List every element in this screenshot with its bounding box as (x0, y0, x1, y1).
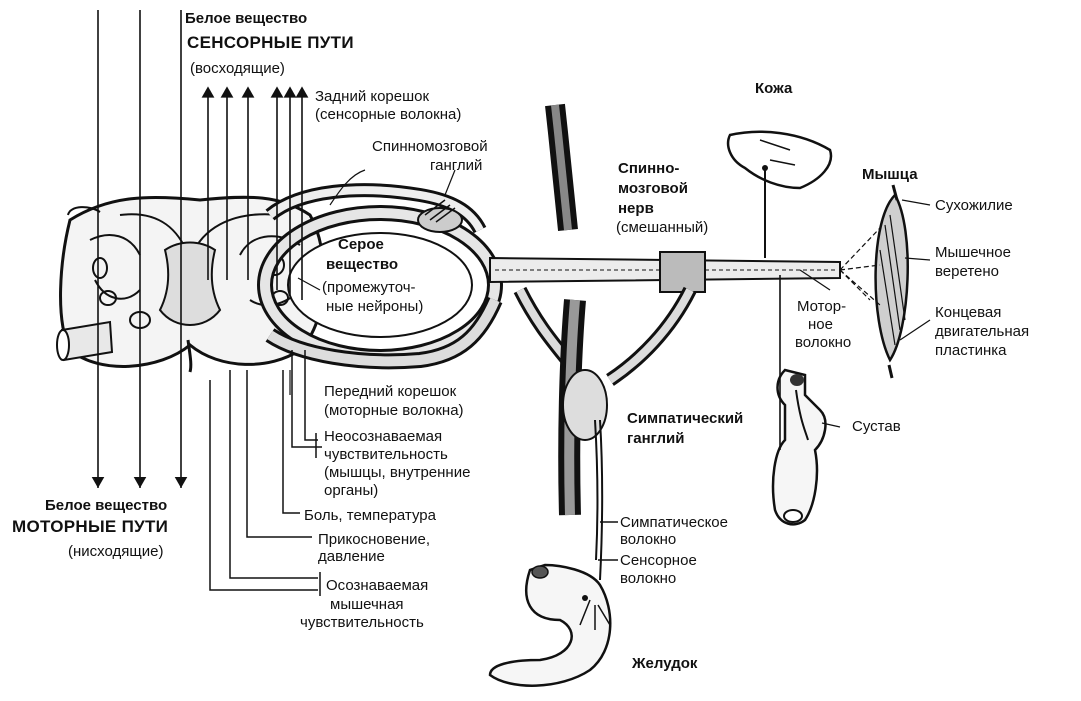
unconscious-label-3: (мышцы, внутренние (324, 464, 471, 481)
descending-label: (нисходящие) (68, 543, 164, 560)
dorsal-root-label-1: Задний корешок (315, 88, 430, 105)
touch-label-2: давление (318, 548, 385, 565)
ventral-root-label-2: (моторные волокна) (324, 402, 464, 419)
motor-fiber-label-2: ное (808, 316, 833, 333)
sympathetic-ganglion-label-2: ганглий (627, 430, 685, 447)
motor-fiber-label-1: Мотор- (797, 298, 847, 315)
unconscious-label-2: чувствительность (324, 446, 448, 463)
spinal-nerve-label-3: нерв (618, 200, 654, 217)
stomach-label: Желудок (632, 655, 698, 672)
touch-label-1: Прикосновение, (318, 531, 431, 548)
dorsal-root-label-2: (сенсорные волокна) (315, 106, 462, 123)
sensory-fiber-label-2: волокно (620, 570, 677, 587)
sensory-paths-label: СЕНСОРНЫЕ ПУТИ (187, 33, 354, 52)
spinal-nerve-label-2: мозговой (618, 180, 688, 197)
joint-label: Сустав (852, 418, 901, 435)
dorsal-root (265, 183, 487, 234)
unconscious-label-1: Неосознаваемая (324, 428, 443, 445)
rami (513, 286, 697, 386)
conscious-label-3: чувствительность (300, 614, 424, 631)
spinal-ganglion-label-2: ганглий (430, 157, 483, 174)
tendon-label: Сухожилие (935, 197, 1013, 214)
motor-paths-label: МОТОРНЫЕ ПУТИ (12, 517, 169, 536)
skin-drawing (726, 130, 833, 258)
ascending-label: (восходящие) (190, 60, 285, 77)
conscious-label-2: мышечная (330, 596, 404, 613)
gray-matter-label-2: вещество (326, 256, 399, 273)
spinal-cord-section (59, 195, 326, 373)
endplate-label-3: пластинка (935, 342, 1007, 359)
spinal-nerve-trunk (489, 251, 841, 293)
white-matter-top-label: Белое вещество (185, 10, 308, 27)
spinal-nerve-label-1: Спинно- (618, 160, 680, 177)
conscious-label-1: Осознаваемая (326, 577, 429, 594)
endplate-label-1: Концевая (935, 304, 1002, 321)
spinal-ganglion-label-1: Спинномозговой (372, 138, 488, 155)
sensory-fiber-label-1: Сенсорное (620, 552, 697, 569)
pointer-lines (289, 169, 931, 428)
muscle-drawing (839, 184, 909, 379)
skin-label: Кожа (755, 80, 793, 97)
sympathetic-ganglion-label-1: Симпатический (627, 410, 744, 427)
stomach-drawing (488, 563, 612, 687)
descending-arrows (91, 10, 188, 488)
ascending-arrows (201, 86, 309, 300)
ganglion-loop (257, 199, 503, 365)
spindle-label-2: веретено (935, 263, 999, 280)
leader-lines (209, 350, 618, 596)
joint-drawing (771, 368, 827, 526)
gray-matter-label-3: (промежуточ- (322, 279, 416, 296)
spindle-label-1: Мышечное (935, 244, 1011, 261)
unconscious-label-4: органы) (324, 482, 379, 499)
spinal-nerve-label-4: (смешанный) (616, 219, 709, 236)
sympathetic-fiber-label-2: волокно (620, 531, 677, 548)
motor-fiber-label-3: волокно (795, 334, 852, 351)
gray-matter-label-4: ные нейроны) (326, 298, 424, 315)
white-matter-bottom-label: Белое вещество (45, 497, 168, 514)
pain-label: Боль, температура (304, 507, 436, 524)
endplate-label-2: двигательная (935, 323, 1030, 340)
muscle-label: Мышца (862, 166, 918, 183)
ventral-root (265, 296, 503, 370)
ventral-root-label-1: Передний корешок (324, 383, 457, 400)
gray-matter-label-1: Серое (338, 236, 384, 253)
sympathetic-chain (545, 103, 608, 581)
sympathetic-fiber-label-1: Симпатическое (620, 514, 728, 531)
